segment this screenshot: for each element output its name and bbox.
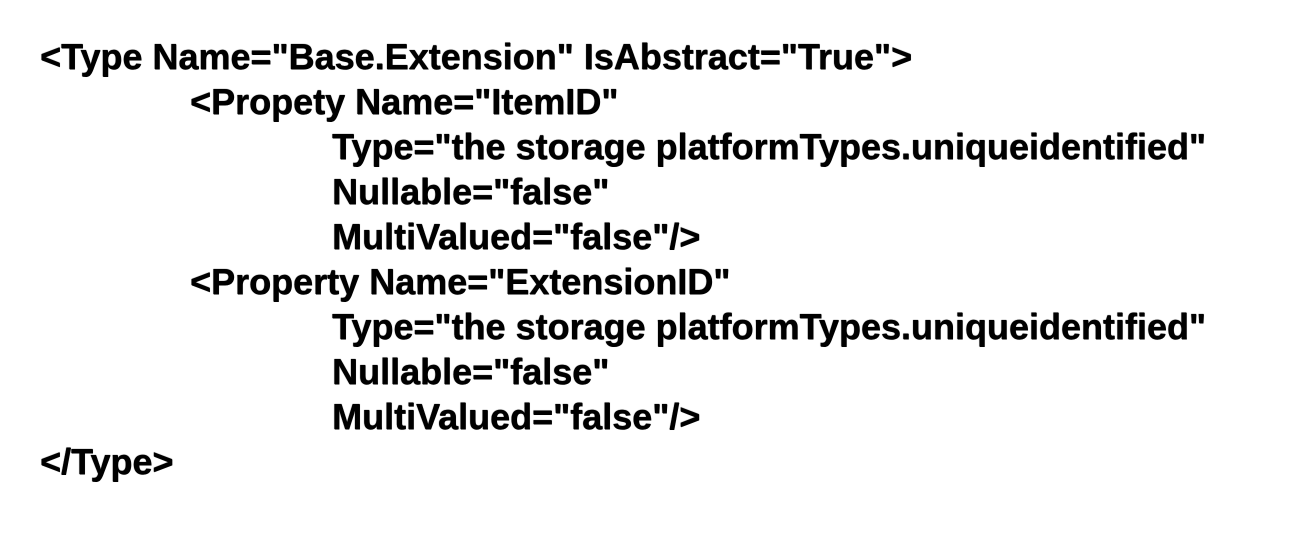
code-line-extensionid-type: Type="the storage platformTypes.uniqueid…	[332, 306, 1206, 347]
code-line-itemid-nullable: Nullable="false"	[332, 171, 610, 212]
code-line-itemid-multivalued: MultiValued="false"/>	[332, 216, 701, 257]
xml-code-block: <Type Name="Base.Extension" IsAbstract="…	[0, 34, 1315, 484]
code-line-extensionid-nullable: Nullable="false"	[332, 351, 610, 392]
code-line-itemid-type: Type="the storage platformTypes.uniqueid…	[332, 126, 1206, 167]
code-line-extensionid-multivalued: MultiValued="false"/>	[332, 396, 701, 437]
code-line-type-close: </Type>	[40, 441, 174, 482]
code-line-property-itemid: <Propety Name="ItemID"	[190, 81, 619, 122]
code-line-property-extensionid: <Property Name="ExtensionID"	[190, 261, 731, 302]
code-line-type-open: <Type Name="Base.Extension" IsAbstract="…	[40, 36, 912, 77]
